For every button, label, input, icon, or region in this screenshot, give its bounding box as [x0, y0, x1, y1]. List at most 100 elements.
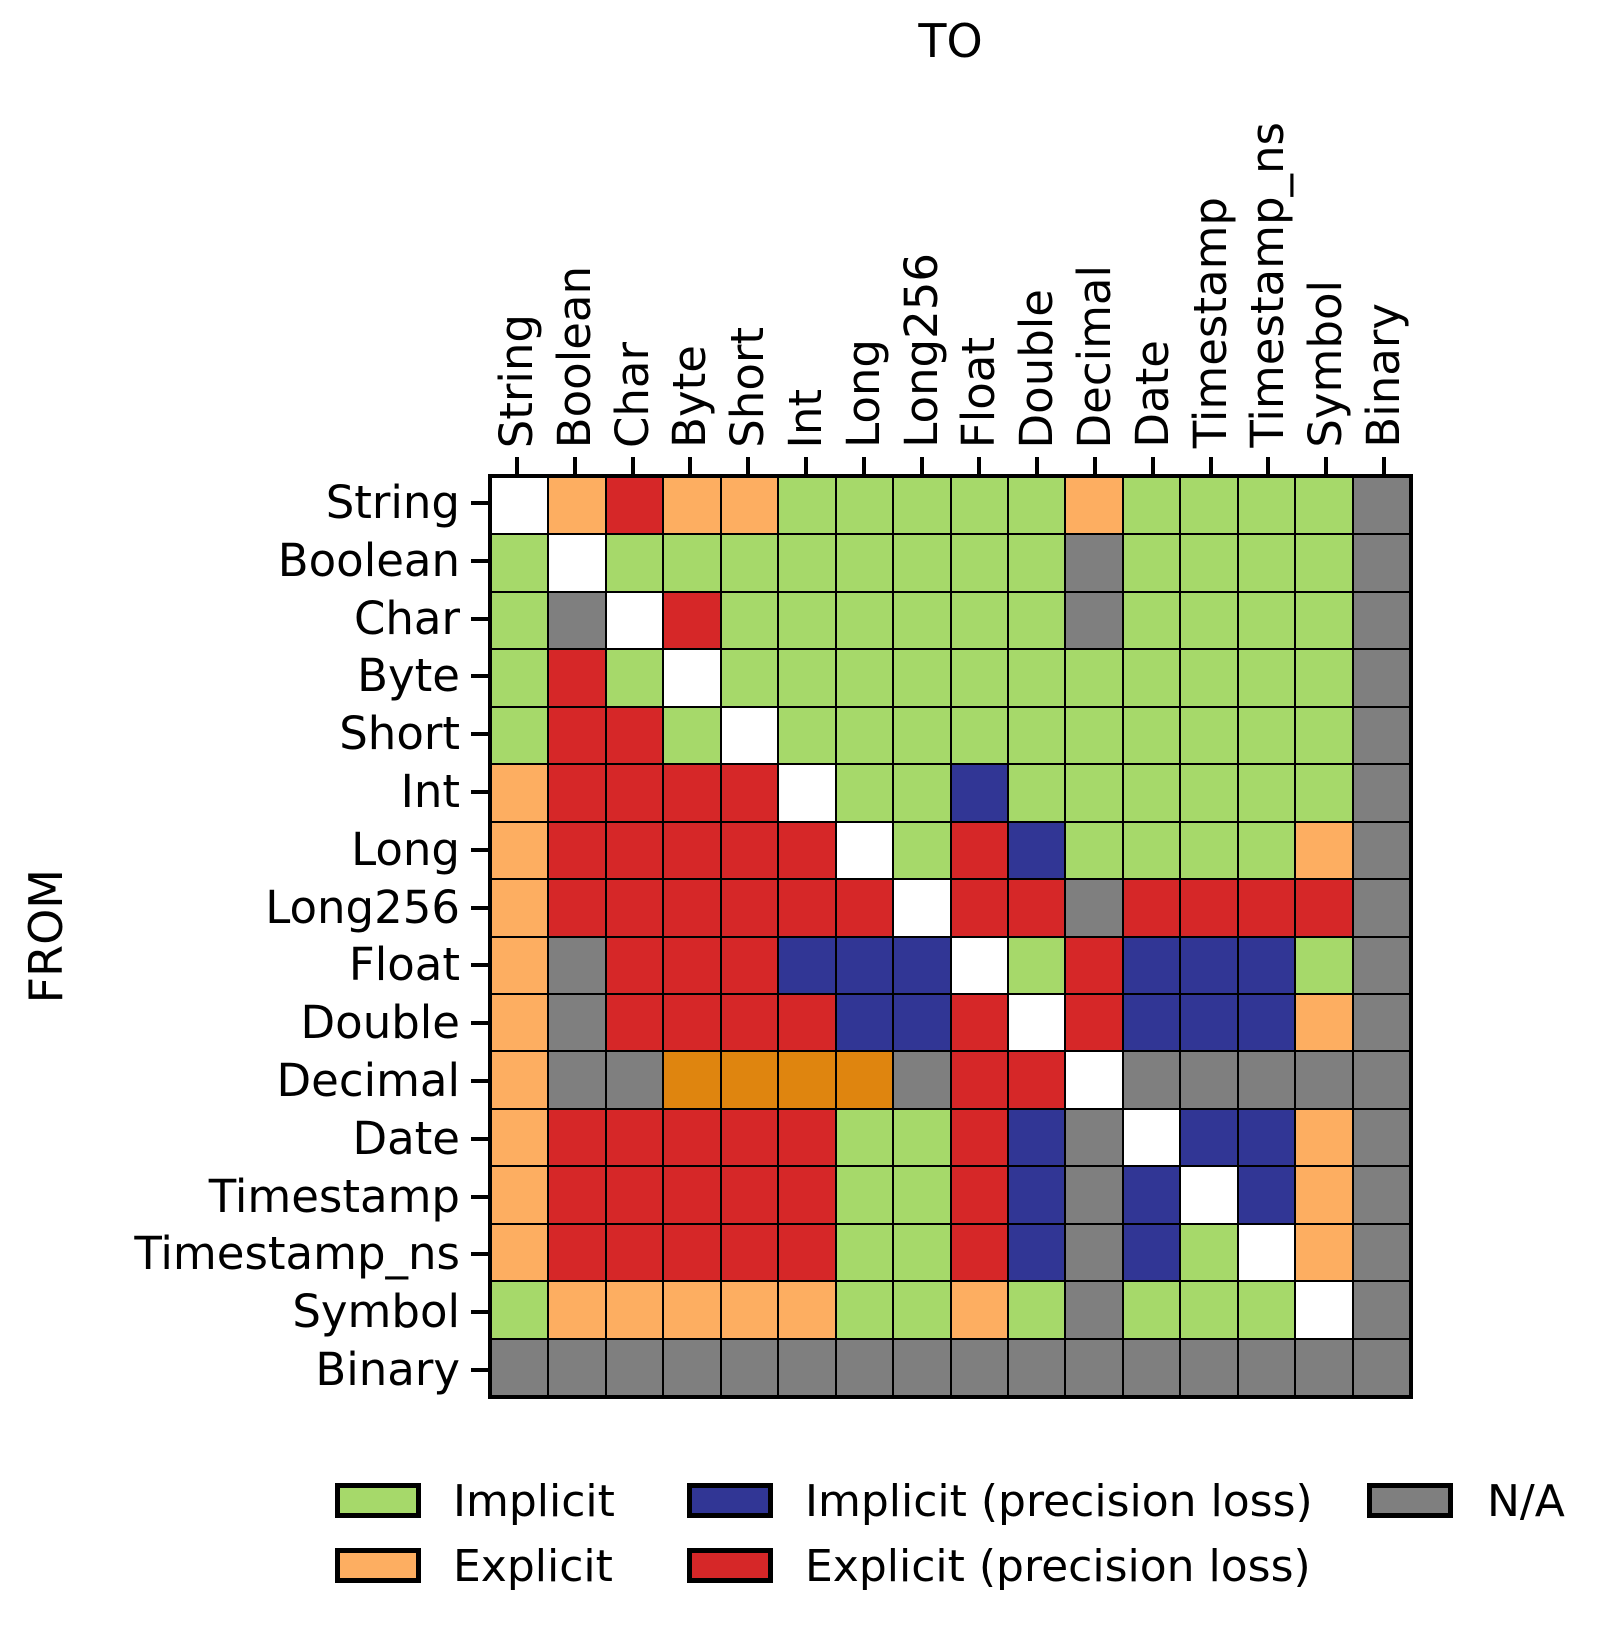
matrix-cell-short-to-binary — [1353, 707, 1409, 764]
row-label-symbol: Symbol — [292, 1285, 460, 1339]
matrix-cell-binary-to-timestamp_ns — [1238, 1339, 1295, 1395]
row-label-long: Long — [351, 822, 460, 876]
matrix-cell-short-to-int — [779, 707, 835, 764]
matrix-cell-long256-to-byte — [664, 880, 720, 936]
matrix-cell-date-to-symbol — [1296, 1109, 1352, 1166]
matrix-cell-date-to-binary — [1353, 1109, 1409, 1166]
matrix-cell-boolean-to-long256 — [894, 535, 950, 591]
matrix-cell-char-to-long256 — [894, 592, 950, 649]
matrix-cell-boolean-to-double — [1008, 535, 1065, 591]
heatmap-grid — [488, 474, 1413, 1399]
matrix-cell-timestamp_ns-to-timestamp_ns — [1238, 1224, 1295, 1281]
matrix-cell-date-to-long256 — [894, 1109, 950, 1166]
matrix-cell-string-to-date — [1123, 478, 1180, 534]
matrix-cell-long256-to-boolean — [549, 880, 605, 936]
matrix-cell-timestamp_ns-to-float — [951, 1224, 1007, 1281]
matrix-cell-timestamp_ns-to-long256 — [894, 1224, 950, 1281]
matrix-cell-int-to-boolean — [549, 765, 605, 821]
left-tick — [471, 616, 488, 621]
row-label-binary: Binary — [315, 1343, 460, 1397]
top-tick — [1324, 457, 1329, 474]
matrix-cell-binary-to-symbol — [1296, 1339, 1352, 1395]
matrix-cell-float-to-date — [1123, 937, 1180, 993]
left-tick — [471, 1194, 488, 1199]
matrix-cell-char-to-decimal — [1066, 592, 1122, 649]
matrix-cell-decimal-to-long256 — [894, 1052, 950, 1108]
column-label-byte: Byte — [663, 345, 717, 448]
matrix-cell-double-to-long — [836, 994, 893, 1051]
matrix-cell-string-to-binary — [1353, 478, 1409, 534]
top-tick — [746, 457, 751, 474]
matrix-cell-short-to-byte — [664, 707, 720, 764]
legend-label-explicit: Explicit — [453, 1541, 613, 1592]
matrix-cell-date-to-timestamp — [1181, 1109, 1237, 1166]
legend-swatch-explicit — [335, 1548, 421, 1583]
matrix-cell-symbol-to-int — [779, 1282, 835, 1338]
matrix-cell-float-to-boolean — [549, 937, 605, 993]
top-tick — [1382, 457, 1387, 474]
row-label-byte: Byte — [357, 649, 460, 703]
matrix-cell-timestamp-to-byte — [664, 1167, 720, 1223]
matrix-cell-double-to-int — [779, 994, 835, 1051]
matrix-cell-decimal-to-long — [836, 1052, 893, 1108]
matrix-cell-timestamp-to-binary — [1353, 1167, 1409, 1223]
column-label-symbol: Symbol — [1299, 280, 1353, 448]
left-tick — [471, 1136, 488, 1141]
matrix-cell-byte-to-char — [606, 650, 663, 706]
matrix-cell-binary-to-boolean — [549, 1339, 605, 1395]
left-tick — [471, 558, 488, 563]
matrix-cell-string-to-long256 — [894, 478, 950, 534]
matrix-cell-timestamp-to-decimal — [1066, 1167, 1122, 1223]
column-label-long256: Long256 — [894, 253, 948, 448]
matrix-cell-int-to-double — [1008, 765, 1065, 821]
left-tick — [471, 732, 488, 737]
matrix-cell-string-to-string — [492, 478, 548, 534]
matrix-cell-double-to-binary — [1353, 994, 1409, 1051]
matrix-cell-date-to-double — [1008, 1109, 1065, 1166]
matrix-cell-double-to-byte — [664, 994, 720, 1051]
matrix-cell-byte-to-date — [1123, 650, 1180, 706]
matrix-cell-long256-to-short — [721, 880, 778, 936]
matrix-cell-string-to-long — [836, 478, 893, 534]
matrix-cell-float-to-short — [721, 937, 778, 993]
matrix-cell-decimal-to-short — [721, 1052, 778, 1108]
matrix-cell-float-to-int — [779, 937, 835, 993]
matrix-cell-byte-to-int — [779, 650, 835, 706]
matrix-cell-byte-to-symbol — [1296, 650, 1352, 706]
matrix-cell-symbol-to-binary — [1353, 1282, 1409, 1338]
matrix-cell-int-to-date — [1123, 765, 1180, 821]
matrix-cell-binary-to-long256 — [894, 1339, 950, 1395]
matrix-cell-double-to-decimal — [1066, 994, 1122, 1051]
matrix-cell-boolean-to-short — [721, 535, 778, 591]
matrix-cell-double-to-string — [492, 994, 548, 1051]
matrix-cell-string-to-byte — [664, 478, 720, 534]
matrix-cell-float-to-byte — [664, 937, 720, 993]
matrix-cell-symbol-to-timestamp — [1181, 1282, 1237, 1338]
matrix-cell-float-to-symbol — [1296, 937, 1352, 993]
legend-swatch-implicit — [335, 1483, 421, 1518]
matrix-cell-float-to-timestamp — [1181, 937, 1237, 993]
matrix-cell-int-to-short — [721, 765, 778, 821]
matrix-cell-symbol-to-byte — [664, 1282, 720, 1338]
matrix-cell-date-to-boolean — [549, 1109, 605, 1166]
matrix-cell-boolean-to-date — [1123, 535, 1180, 591]
matrix-cell-double-to-timestamp_ns — [1238, 994, 1295, 1051]
matrix-cell-byte-to-binary — [1353, 650, 1409, 706]
row-label-long256: Long256 — [265, 880, 460, 934]
matrix-cell-symbol-to-long — [836, 1282, 893, 1338]
matrix-cell-timestamp_ns-to-date — [1123, 1224, 1180, 1281]
matrix-cell-byte-to-float — [951, 650, 1007, 706]
row-label-string: String — [325, 475, 460, 529]
matrix-cell-timestamp-to-float — [951, 1167, 1007, 1223]
matrix-cell-binary-to-timestamp — [1181, 1339, 1237, 1395]
matrix-cell-binary-to-float — [951, 1339, 1007, 1395]
left-tick — [471, 500, 488, 505]
matrix-cell-long-to-binary — [1353, 822, 1409, 879]
column-label-short: Short — [721, 327, 775, 448]
matrix-cell-short-to-symbol — [1296, 707, 1352, 764]
column-label-long: Long — [836, 339, 890, 448]
matrix-cell-timestamp-to-double — [1008, 1167, 1065, 1223]
matrix-cell-binary-to-double — [1008, 1339, 1065, 1395]
